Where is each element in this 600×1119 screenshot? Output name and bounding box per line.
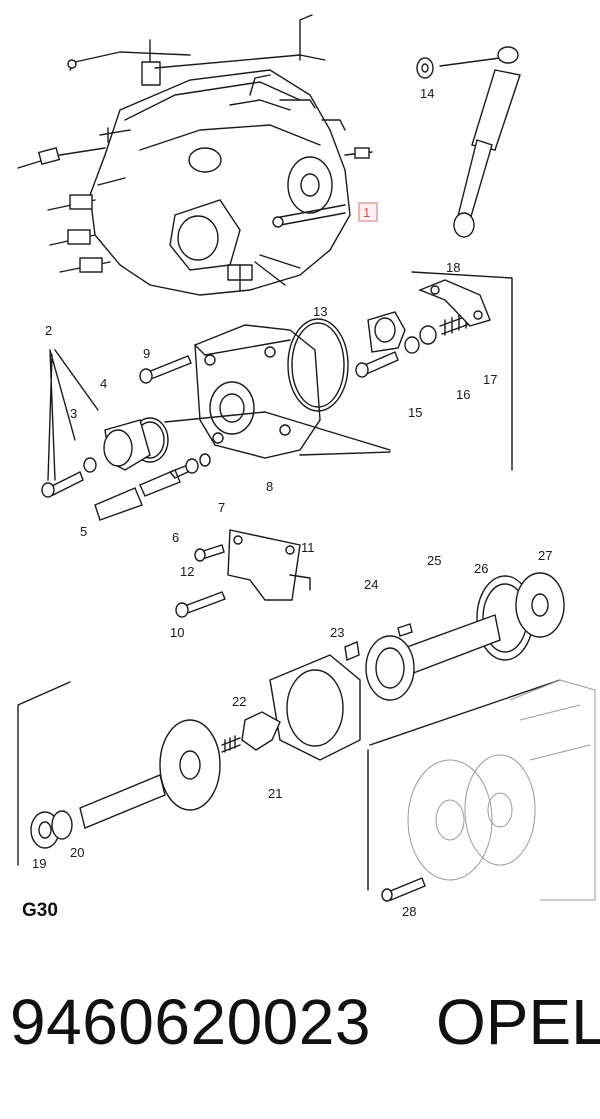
- callout-3: 3: [70, 406, 77, 421]
- pump-head-flange: [139, 318, 349, 459]
- part-number: 9460620023: [10, 986, 371, 1058]
- highlighted-callout-box[interactable]: [358, 202, 378, 222]
- mounting-bracket: [175, 529, 311, 618]
- lever-spring-group: [355, 271, 513, 471]
- callout-22: 22: [232, 694, 246, 709]
- callout-20: 20: [70, 845, 84, 860]
- drive-shaft-assembly: [17, 572, 565, 866]
- callout-26: 26: [474, 561, 488, 576]
- callout-15: 15: [408, 405, 422, 420]
- callout-7: 7: [218, 500, 225, 515]
- callout-19: 19: [32, 856, 46, 871]
- callout-8: 8: [266, 479, 273, 494]
- injection-pump-assembly: [17, 14, 373, 296]
- callout-23: 23: [330, 625, 344, 640]
- callout-1-label[interactable]: 1: [363, 205, 370, 220]
- callout-21: 21: [268, 786, 282, 801]
- callout-18: 18: [446, 260, 460, 275]
- exploded-parts-diagram: 1: [17, 14, 596, 919]
- callout-16: 16: [456, 387, 470, 402]
- callout-10: 10: [170, 625, 184, 640]
- callout-11: 11: [301, 540, 315, 555]
- callout-17: 17: [483, 372, 497, 387]
- engine-housing-outline: [367, 679, 596, 902]
- valve-components: [41, 349, 391, 521]
- callout-25: 25: [427, 553, 441, 568]
- callout-6: 6: [172, 530, 179, 545]
- diagram-code: G30: [22, 900, 58, 921]
- brand-name: OPEL: [436, 986, 600, 1058]
- callout-9: 9: [143, 346, 150, 361]
- callout-13: 13: [313, 304, 327, 319]
- callout-labels: 2 3 4 5 6 7 8 9 10 11 12 13 14 15 16 17 …: [32, 86, 552, 919]
- callout-14: 14: [420, 86, 434, 101]
- callout-24: 24: [364, 577, 378, 592]
- callout-12: 12: [180, 564, 194, 579]
- callout-2: 2: [45, 323, 52, 338]
- callout-27: 27: [538, 548, 552, 563]
- damper-strut: [416, 46, 521, 238]
- callout-28: 28: [402, 904, 416, 919]
- callout-4: 4: [100, 376, 107, 391]
- callout-5: 5: [80, 524, 87, 539]
